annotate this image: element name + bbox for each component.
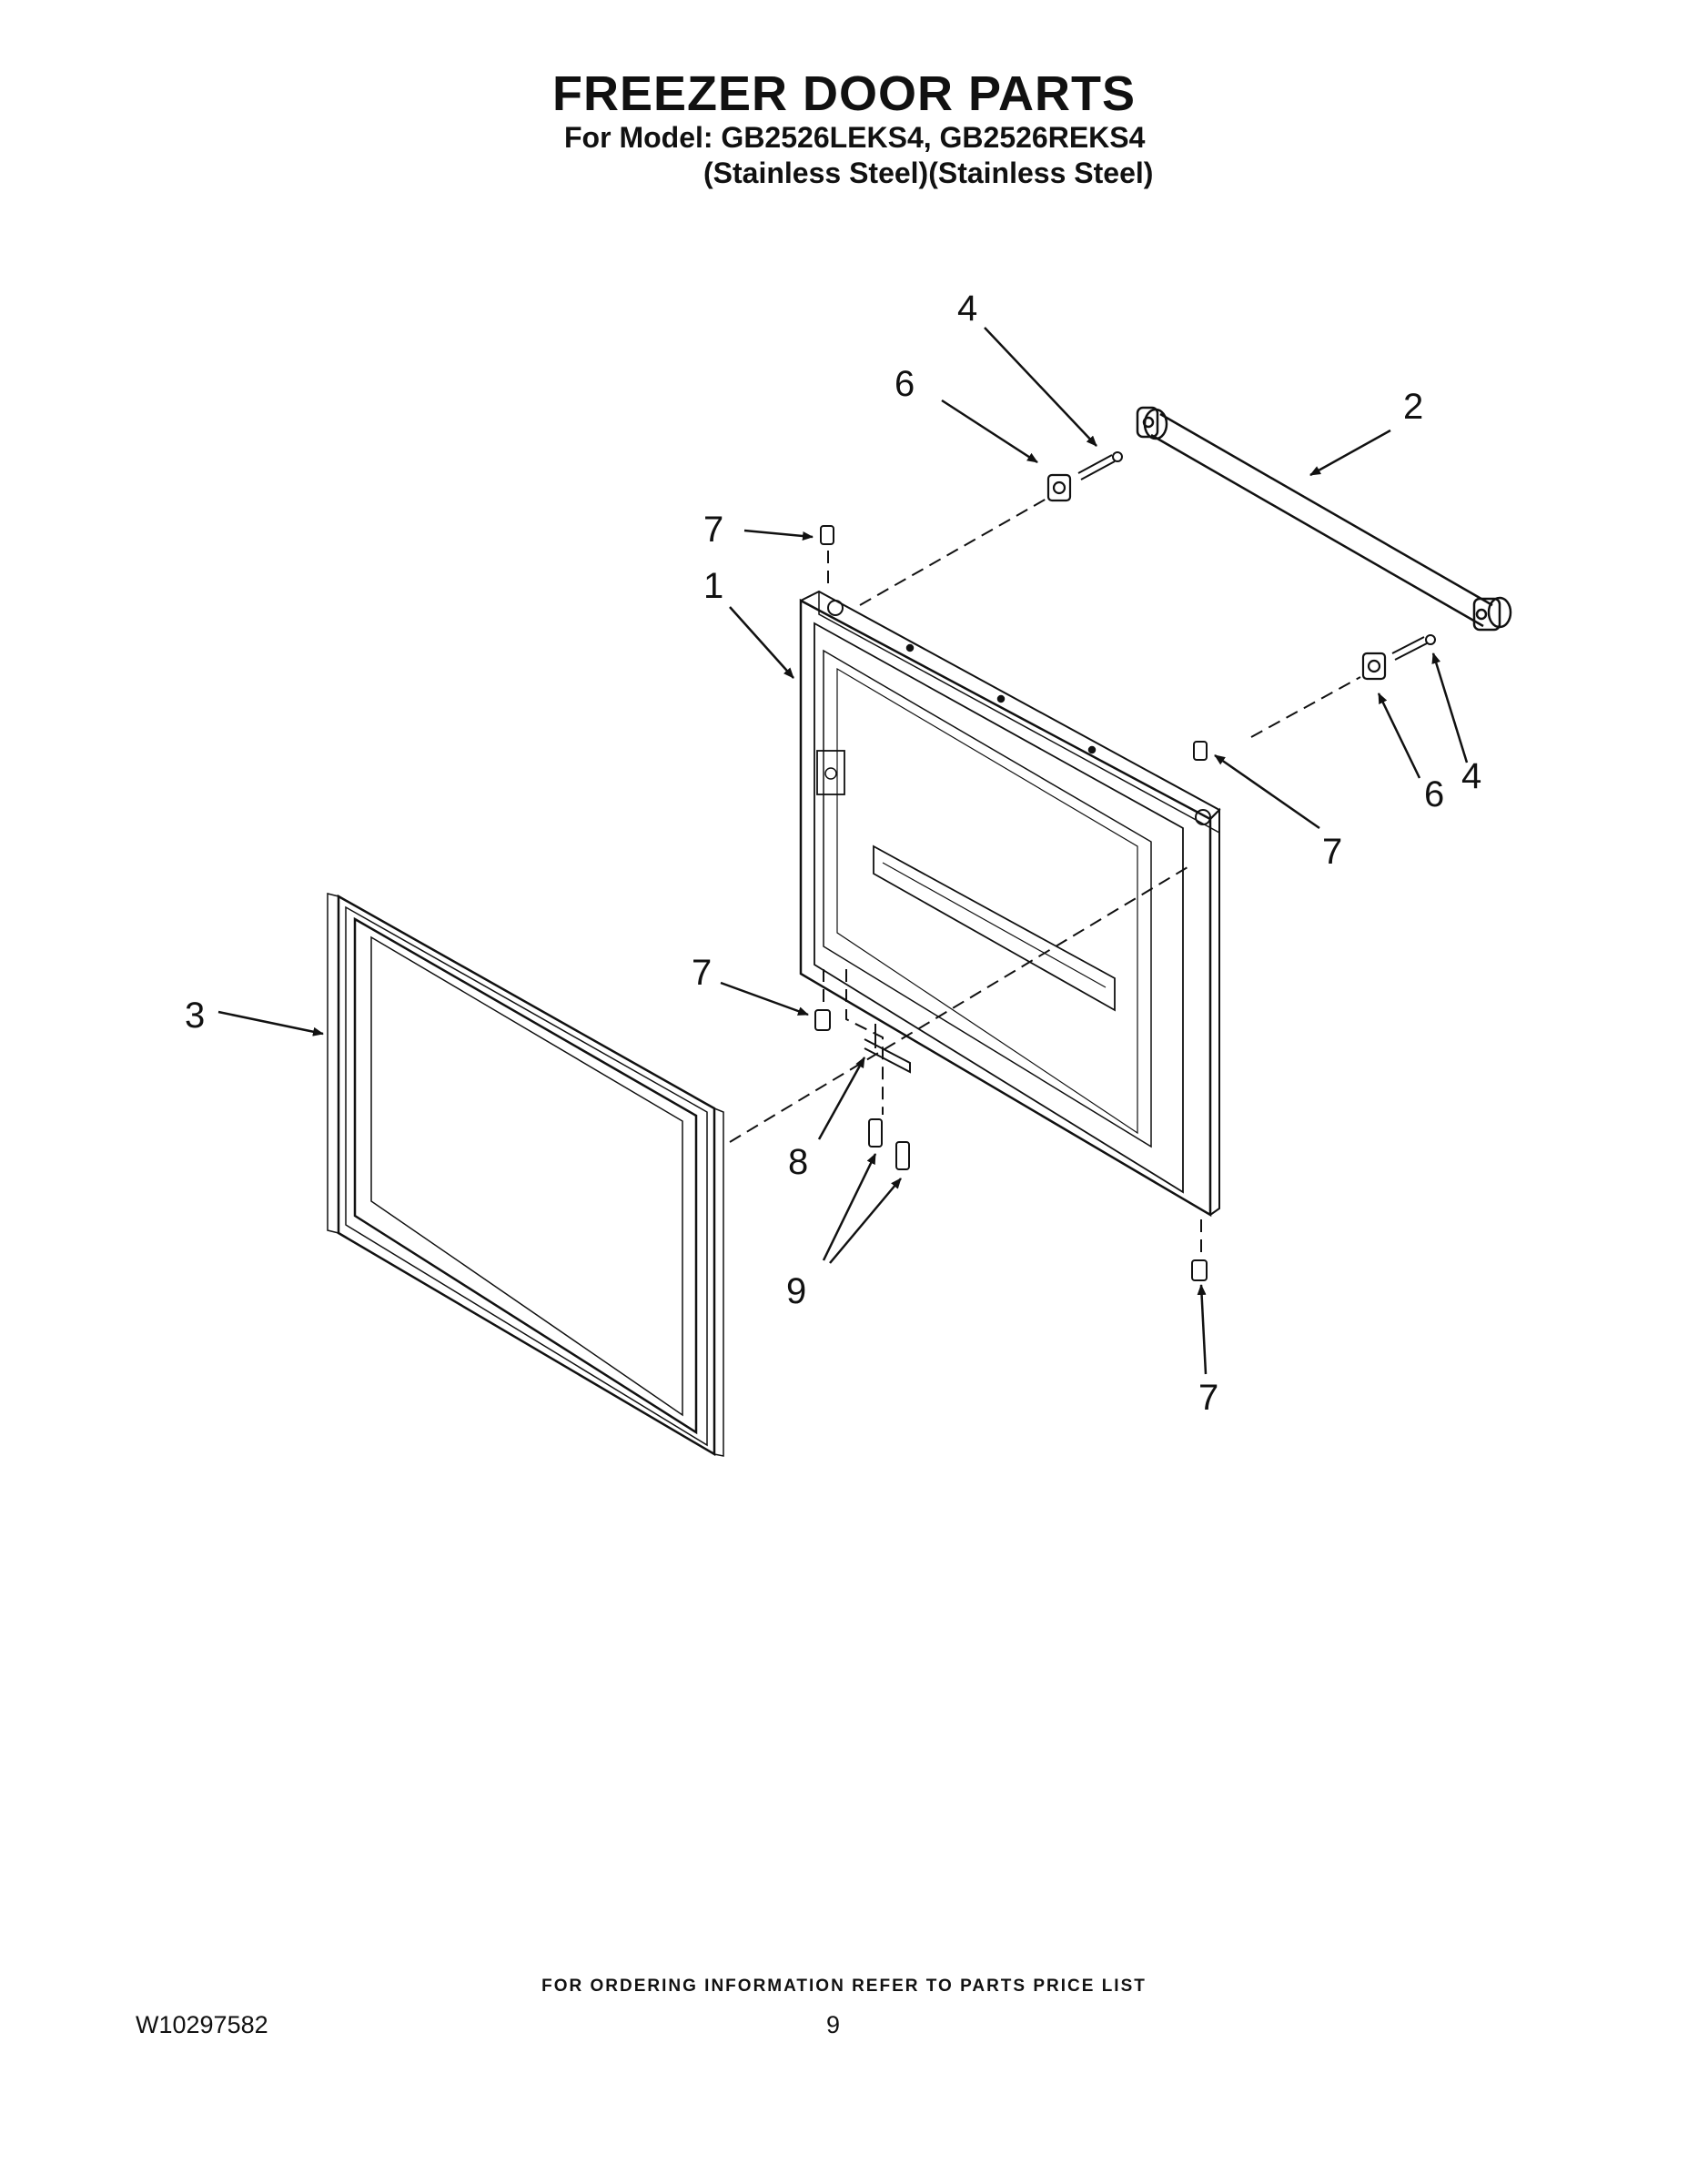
door-handle [1136, 406, 1512, 632]
callout-spacer-top: 6 [895, 364, 915, 404]
callout-screw-top: 4 [957, 288, 977, 329]
document-number: W10297582 [136, 2011, 268, 2038]
hole-plug-bottom-left [814, 1009, 831, 1031]
hole-plug-bottom-right [1191, 1259, 1208, 1281]
callout-plug-top-left: 7 [703, 510, 723, 550]
callout-door: 1 [703, 566, 723, 606]
ordering-note: FOR ORDERING INFORMATION REFER TO PARTS … [541, 1977, 1147, 1996]
door-bracket [864, 1024, 911, 1074]
callout-plug-bottom-left: 7 [692, 953, 712, 993]
callout-plug-top-right: 7 [1322, 832, 1342, 872]
bracket-screws [868, 1118, 910, 1170]
callout-gasket: 3 [185, 996, 205, 1036]
handle-screw-top [1077, 451, 1123, 480]
handle-spacer-right [1361, 652, 1387, 681]
handle-spacer-top [1046, 473, 1072, 502]
freezer-door [799, 590, 1221, 1218]
page-number: 9 [826, 2011, 841, 2038]
callout-bracket: 8 [788, 1142, 808, 1182]
callout-spacer-right: 6 [1424, 774, 1444, 814]
callout-plug-bottom-right: 7 [1198, 1378, 1218, 1418]
model-line: For Model: GB2526LEKS4, GB2526REKS4 [564, 121, 1146, 154]
callout-handle: 2 [1403, 387, 1423, 427]
hole-plug-top-right [1193, 741, 1208, 761]
door-gasket [327, 893, 724, 1457]
assembly-lines [729, 498, 1361, 1259]
page-title: FREEZER DOOR PARTS [551, 66, 1137, 121]
callout-leaders [217, 327, 1469, 1375]
handle-screw-right [1391, 634, 1436, 661]
callout-screw-right: 4 [1461, 756, 1481, 796]
callout-bracket-screws: 9 [786, 1271, 806, 1311]
hole-plug-top-left [820, 525, 834, 545]
finish-line: (Stainless Steel)(Stainless Steel) [703, 157, 1154, 189]
